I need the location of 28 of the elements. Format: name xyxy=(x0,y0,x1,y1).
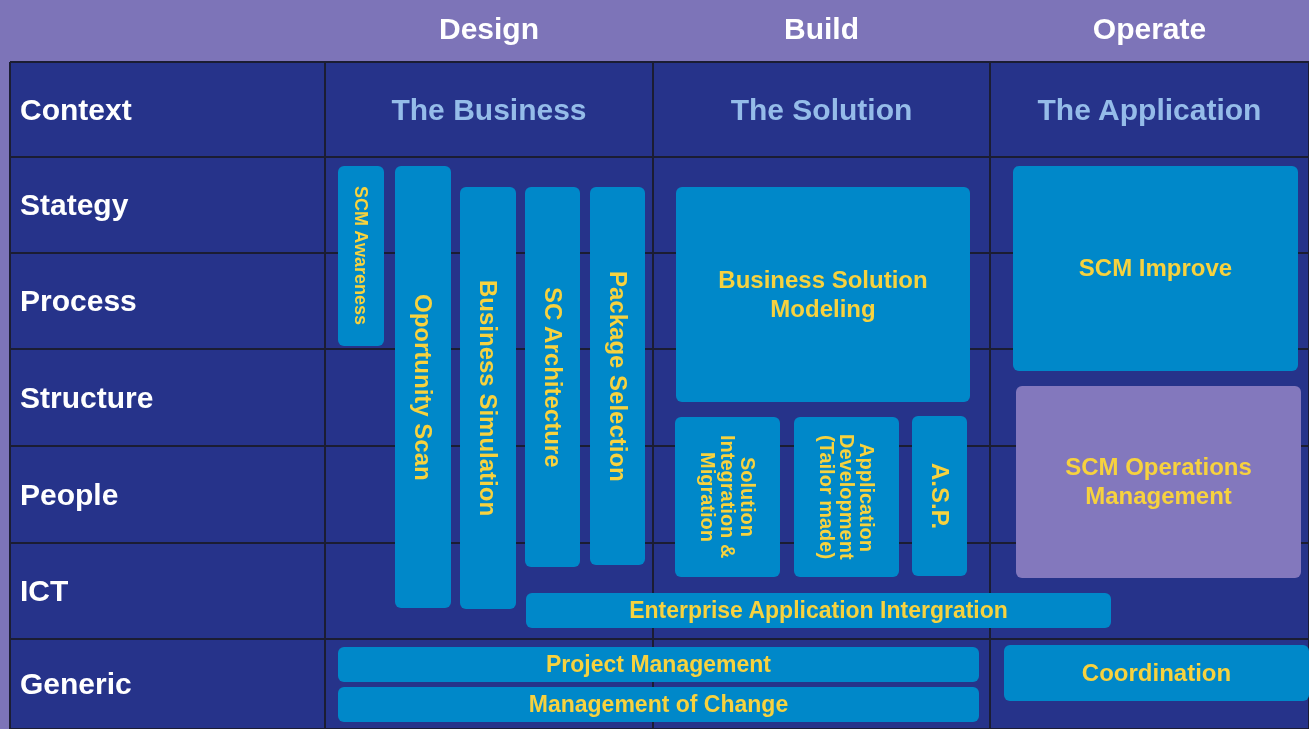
row-label: People xyxy=(20,477,119,512)
context-heading: The Solution xyxy=(730,92,913,127)
context-heading: The Application xyxy=(1037,92,1262,127)
row-label: ICT xyxy=(20,574,69,608)
activity-bar: Oportunity Scan xyxy=(395,166,451,608)
activity-bar: Business Simulation xyxy=(460,187,516,609)
activity-box: SCM Operations Management xyxy=(1016,386,1301,578)
row-label: Stategy xyxy=(20,188,129,222)
activity-box: Application Development (Tailor made) xyxy=(794,417,899,577)
context-heading: The Business xyxy=(391,92,587,127)
activity-bar: Management of Change xyxy=(338,687,979,722)
activity-bar: Enterprise Application Intergration xyxy=(526,593,1111,628)
row-label: Context xyxy=(20,92,132,127)
row-label: Structure xyxy=(20,380,154,415)
activity-box: Solution Integration & Migration xyxy=(675,417,780,577)
activity-bar: SC Architecture xyxy=(525,187,580,567)
column-header: Design xyxy=(439,12,539,46)
activity-bar: Coordination xyxy=(1004,645,1309,701)
column-header: Operate xyxy=(1092,12,1207,46)
column-header: Build xyxy=(784,12,859,46)
row-label: Generic xyxy=(20,667,132,701)
activity-box: A.S.P. xyxy=(912,416,967,576)
activity-bar: Package Selection xyxy=(590,187,645,565)
activity-box: Business Solution Modeling xyxy=(676,187,970,402)
activity-bar: SCM Awareness xyxy=(338,166,384,346)
activity-box: SCM Improve xyxy=(1013,166,1298,371)
row-label: Process xyxy=(20,284,137,318)
activity-bar: Project Management xyxy=(338,647,979,682)
